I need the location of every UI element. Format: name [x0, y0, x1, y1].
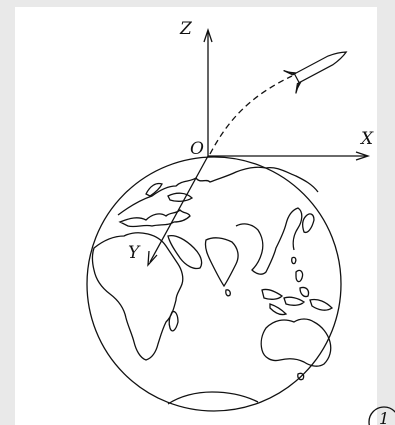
rocket-icon [284, 40, 353, 93]
black-sea [168, 193, 192, 201]
z-axis-label: Z [179, 19, 193, 39]
antarctica-coast [168, 392, 258, 404]
india-coastline [205, 238, 238, 286]
madagascar-island [169, 312, 178, 331]
taiwan-island [292, 257, 296, 263]
rocket-trajectory [210, 76, 292, 154]
x-axis-label: X [359, 129, 374, 149]
australia-coastline [261, 319, 331, 366]
origin-label: O [190, 139, 204, 159]
sri-lanka-island [226, 290, 230, 296]
mediterranean-coast [120, 210, 190, 227]
east-asia-coastline [236, 208, 302, 274]
philippines-islands [296, 270, 303, 281]
arabian-peninsula [168, 236, 202, 269]
y-axis-label: Y [128, 243, 141, 263]
japan-islands [303, 214, 314, 232]
earth-globe [87, 157, 341, 411]
indonesia-islands [262, 287, 332, 314]
y-axis [150, 156, 208, 262]
figure-number-badge: 1 [369, 407, 395, 425]
earth-outline [87, 157, 341, 411]
figure-number: 1 [379, 409, 389, 425]
